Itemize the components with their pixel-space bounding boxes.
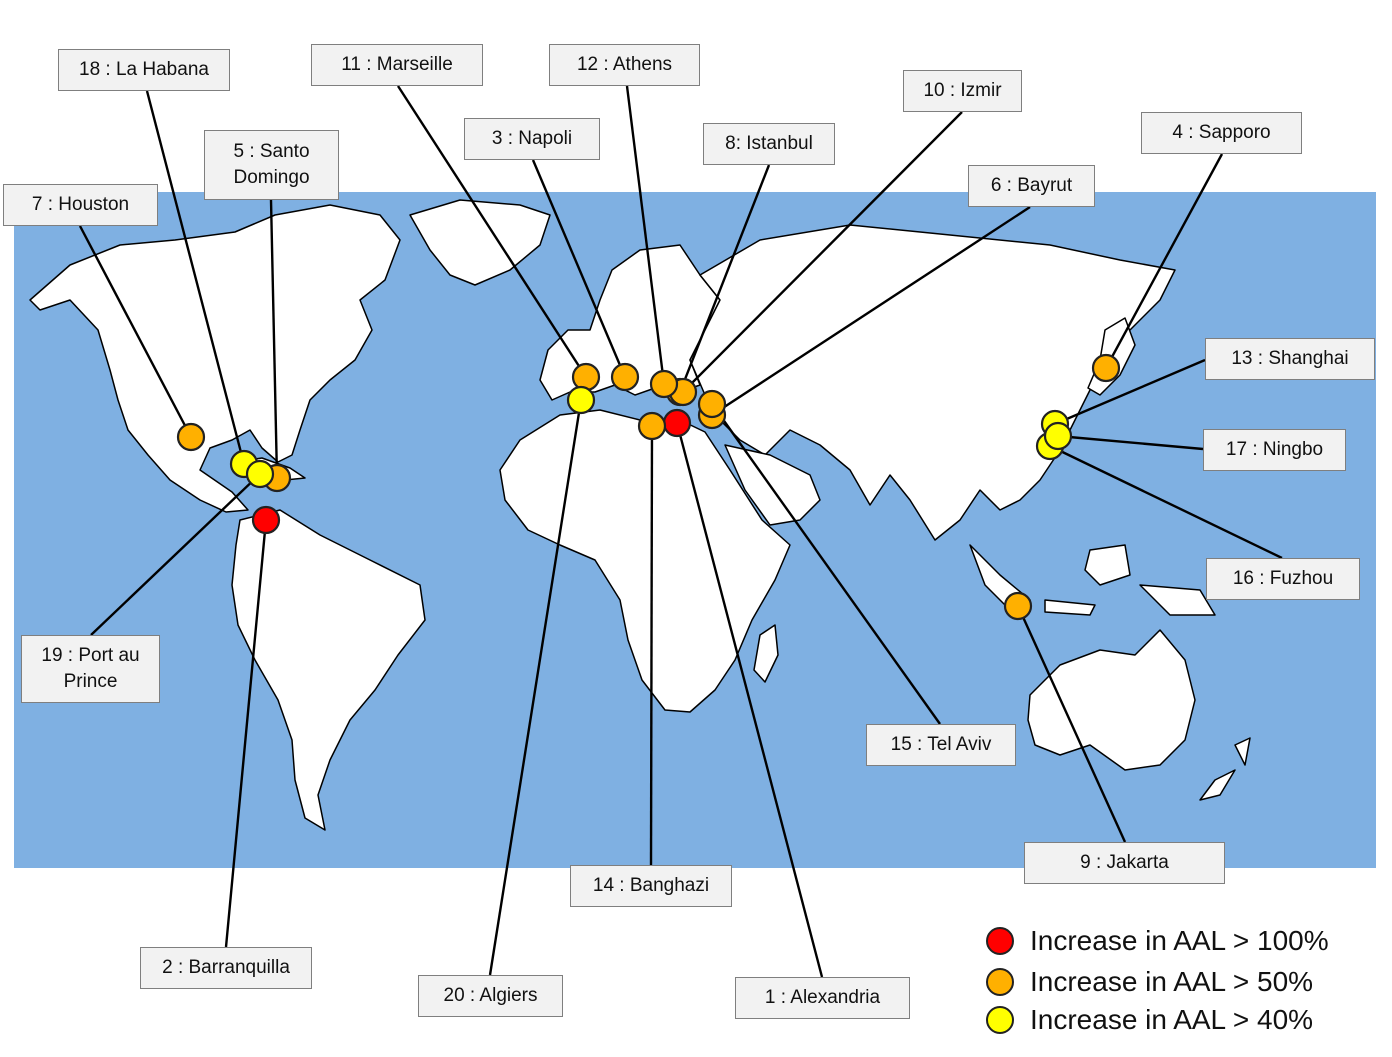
greenland — [409, 199, 551, 286]
city-label: 7 : Houston — [3, 184, 158, 226]
city-marker — [662, 408, 692, 438]
city-label: 12 : Athens — [549, 44, 700, 86]
city-marker — [1043, 421, 1073, 451]
leader-line — [711, 403, 941, 725]
city-marker — [697, 389, 727, 419]
leader-lines — [78, 85, 1283, 978]
city-markers — [176, 353, 1121, 621]
city-label: 4 : Sapporo — [1141, 112, 1302, 154]
new-zealand — [1199, 737, 1251, 801]
leader-line — [649, 425, 654, 866]
leader-line — [269, 199, 279, 479]
city-label: 13 : Shanghai — [1205, 338, 1375, 380]
city-label: 19 : Port au Prince — [21, 635, 160, 703]
leader-line — [224, 519, 268, 948]
leader-line — [145, 90, 246, 465]
continents — [29, 199, 1251, 831]
city-label: 2 : Barranquilla — [140, 947, 312, 989]
legend-label: Increase in AAL > 100% — [1030, 925, 1329, 956]
city-marker — [637, 411, 667, 441]
leader-line — [682, 111, 963, 393]
city-marker — [176, 422, 206, 452]
city-marker — [649, 369, 679, 399]
leader-line — [1057, 434, 1204, 451]
legend-label: Increase in AAL > 40% — [1030, 1004, 1314, 1035]
city-marker — [610, 362, 640, 392]
city-label: 16 : Fuzhou — [1206, 558, 1360, 600]
leader-line — [711, 205, 1031, 417]
city-marker — [571, 362, 601, 392]
city-label: 11 : Marseille — [311, 44, 483, 86]
leader-line — [488, 399, 583, 976]
city-label: 20 : Algiers — [418, 975, 563, 1017]
city-marker — [1091, 353, 1121, 383]
madagascar — [753, 624, 779, 683]
city-marker — [245, 459, 275, 489]
leader-line — [396, 85, 588, 378]
city-label: 6 : Bayrut — [968, 165, 1095, 207]
leader-line — [675, 422, 824, 978]
city-label: 8: Istanbul — [703, 123, 835, 165]
city-label: 10 : Izmir — [903, 70, 1022, 112]
legend-item: Increase in AAL > 50% — [986, 966, 1313, 998]
city-label: 1 : Alexandria — [735, 977, 910, 1019]
legend-swatch — [986, 927, 1014, 955]
legend-label: Increase in AAL > 50% — [1030, 966, 1314, 997]
arabia — [724, 444, 821, 526]
city-label: 14 : Banghazi — [570, 865, 732, 907]
legend-swatch — [986, 968, 1014, 996]
city-marker — [1003, 591, 1033, 621]
city-label: 5 : Santo Domingo — [204, 130, 339, 200]
city-marker — [251, 505, 281, 535]
leader-line — [678, 164, 771, 393]
leader-line — [1104, 153, 1224, 369]
north-america — [29, 204, 401, 513]
leader-line — [531, 159, 627, 378]
city-label: 18 : La Habana — [58, 49, 230, 91]
south-america — [231, 509, 426, 831]
city-label: 15 : Tel Aviv — [866, 724, 1016, 766]
leader-line — [78, 225, 193, 438]
asia — [689, 224, 1176, 541]
city-label: 9 : Jakarta — [1024, 842, 1225, 884]
city-label: 17 : Ningbo — [1203, 429, 1346, 471]
city-label: 3 : Napoli — [464, 118, 600, 160]
city-marker — [566, 385, 596, 415]
leader-line — [1049, 444, 1283, 560]
leader-line — [1016, 605, 1127, 843]
leader-line — [1054, 358, 1206, 426]
leader-line — [625, 85, 666, 385]
leader-line — [90, 473, 261, 636]
legend-item: Increase in AAL > 40% — [986, 1004, 1313, 1036]
legend-item: Increase in AAL > 100% — [986, 925, 1329, 957]
legend-swatch — [986, 1006, 1014, 1034]
australia — [1027, 629, 1196, 771]
